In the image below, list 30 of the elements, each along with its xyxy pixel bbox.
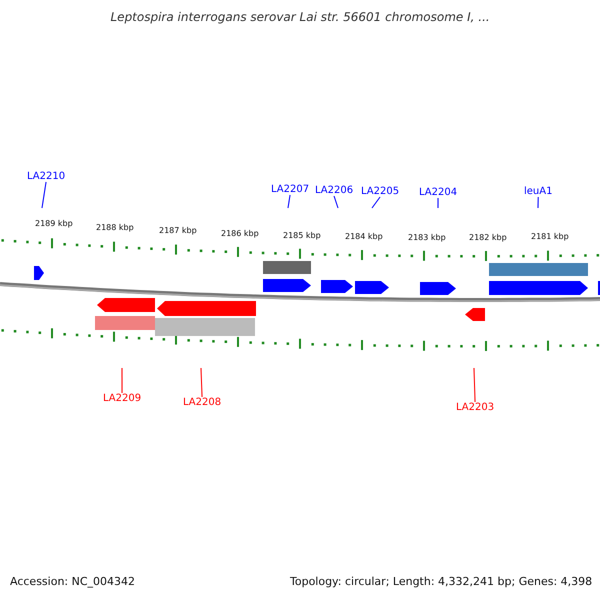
leader-line	[200, 368, 203, 398]
leader-line	[372, 196, 381, 208]
accession-text: Accession: NC_004342	[10, 575, 136, 588]
scale-label: 2187 kbp	[159, 226, 197, 235]
leader-line	[474, 368, 476, 402]
gene-label: LA2208	[183, 397, 222, 408]
scale-label: 2189 kbp	[35, 219, 73, 228]
leader-line	[288, 194, 291, 208]
scale-label: 2181 kbp	[531, 232, 569, 241]
scale-label: 2182 kbp	[469, 233, 507, 242]
gene-label: LA2207	[271, 184, 310, 195]
gene-label: LA2203	[456, 402, 494, 413]
leader-line	[438, 198, 439, 208]
gene-label: LA2206	[315, 185, 354, 196]
gene-label: LA2210	[27, 171, 66, 182]
scale-label: 2185 kbp	[283, 231, 321, 240]
gene-label: leuA1	[524, 186, 552, 197]
gene-label: LA2209	[103, 393, 142, 404]
scale-label: 2188 kbp	[96, 223, 134, 232]
scale-label: 2184 kbp	[345, 232, 383, 241]
scale-label: 2186 kbp	[221, 229, 259, 238]
gene-label: LA2204	[419, 187, 458, 198]
leader-line	[538, 196, 539, 208]
leader-line	[42, 182, 47, 208]
leader-line	[334, 196, 338, 208]
scale-label: 2183 kbp	[408, 233, 446, 242]
gene-label: LA2205	[361, 186, 400, 197]
genome-info-text: Topology: circular; Length: 4,332,241 bp; Genes: 4,398	[290, 575, 592, 588]
title: Leptospira interrogans serovar Lai str. 56601 chromosome I, ...	[110, 10, 490, 24]
leader-line	[122, 368, 123, 394]
